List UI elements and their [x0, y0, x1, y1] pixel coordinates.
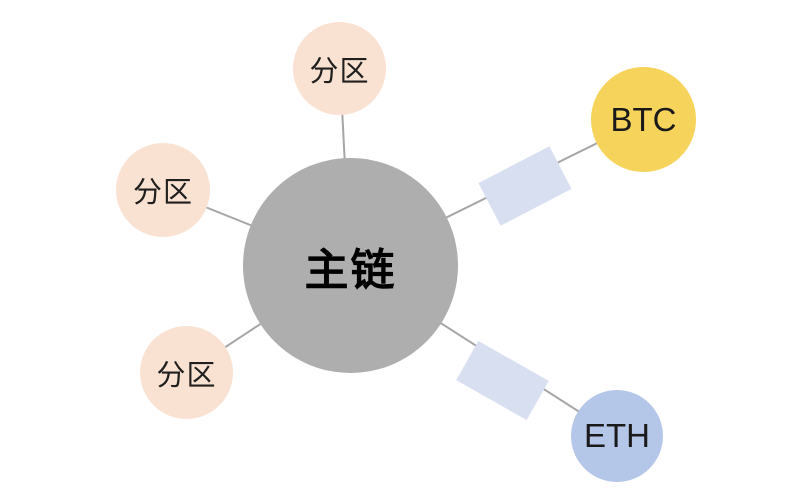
node-main-chain-label: 主链: [304, 245, 397, 295]
node-partition-left-label: 分区: [132, 177, 193, 209]
node-partition-left: 分区: [116, 143, 210, 237]
node-btc-label: BTC: [610, 100, 677, 138]
node-partition-bottom: 分区: [140, 326, 233, 419]
node-eth: ETH: [571, 390, 663, 482]
node-partition-bottom-label: 分区: [156, 359, 217, 392]
node-main-chain: 主链: [243, 158, 458, 373]
node-eth-label: ETH: [584, 417, 650, 454]
node-btc: BTC: [591, 67, 696, 172]
node-partition-top-label: 分区: [309, 55, 370, 88]
node-partition-top: 分区: [293, 22, 386, 115]
